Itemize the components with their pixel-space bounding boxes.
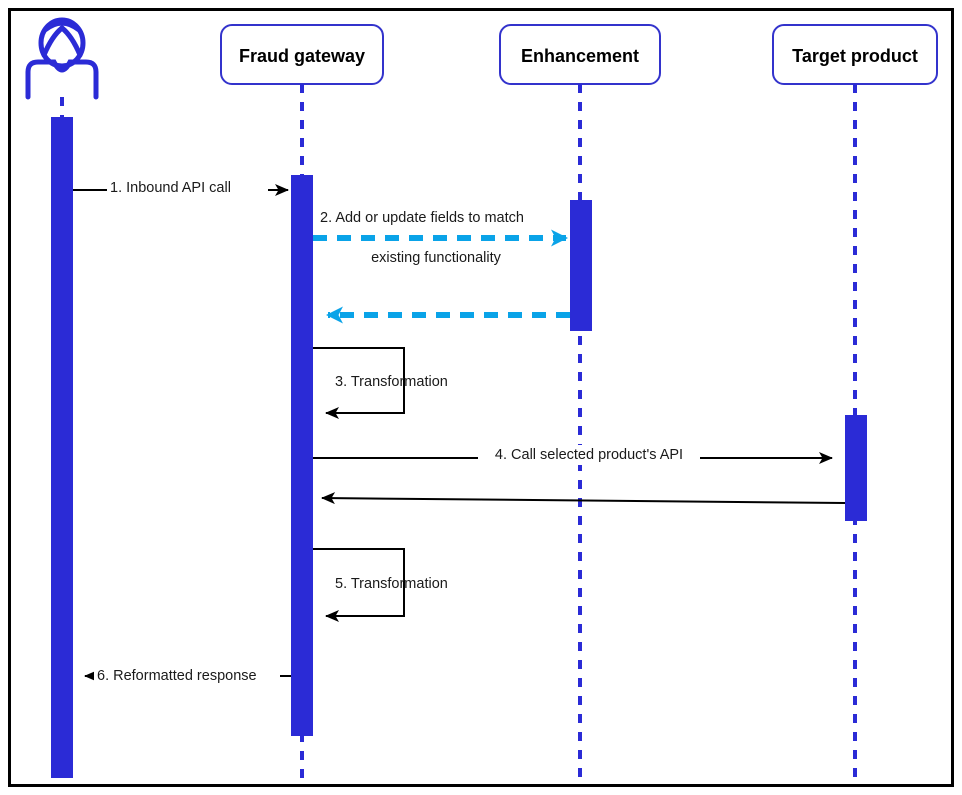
message-6[interactable]: 6. Reformatted response (84, 665, 291, 685)
message-5[interactable]: 5. Transformation (313, 548, 448, 622)
activation-bar-fraud-gateway[interactable] (291, 175, 313, 736)
lifeline-label-fraud-gateway: Fraud gateway (239, 46, 365, 66)
message-4-label-bg (478, 445, 700, 465)
activation-bar-target-product[interactable] (845, 415, 867, 521)
message-1-label: 1. Inbound API call (110, 180, 231, 196)
message-3[interactable]: 3. Transformation (313, 347, 448, 419)
activation-bar-actor[interactable] (51, 117, 73, 778)
message-4[interactable]: 4. Call selected product's API (313, 445, 833, 465)
lifeline-label-target-product: Target product (792, 46, 918, 66)
person-icon (25, 17, 99, 100)
message-6-label-bg (94, 665, 280, 685)
message-2-label-line2: existing functionality (371, 250, 502, 266)
message-4-return[interactable] (321, 492, 846, 505)
message-2-label-line1: 2. Add or update fields to match (320, 210, 524, 226)
message-4-label: 4. Call selected product's API (495, 447, 683, 463)
message-2[interactable]: 2. Add or update fields to match existin… (313, 210, 568, 266)
message-3-line (313, 347, 405, 419)
lifeline-label-enhancement: Enhancement (521, 46, 639, 66)
message-3-label: 3. Transformation (335, 374, 448, 390)
message-1[interactable]: 1. Inbound API call (73, 178, 289, 198)
message-4-return-line (321, 492, 846, 505)
participant-fraud-gateway[interactable]: Fraud gateway (220, 24, 384, 778)
message-5-line (313, 548, 405, 622)
diagram-border (8, 8, 954, 787)
activation-bar-enhancement[interactable] (570, 200, 592, 331)
message-6-label: 6. Reformatted response (97, 668, 257, 684)
participant-enhancement[interactable]: Enhancement (499, 24, 661, 778)
message-1-label-bg (107, 178, 268, 198)
participant-actor[interactable] (25, 17, 99, 778)
message-5-label: 5. Transformation (335, 576, 448, 592)
